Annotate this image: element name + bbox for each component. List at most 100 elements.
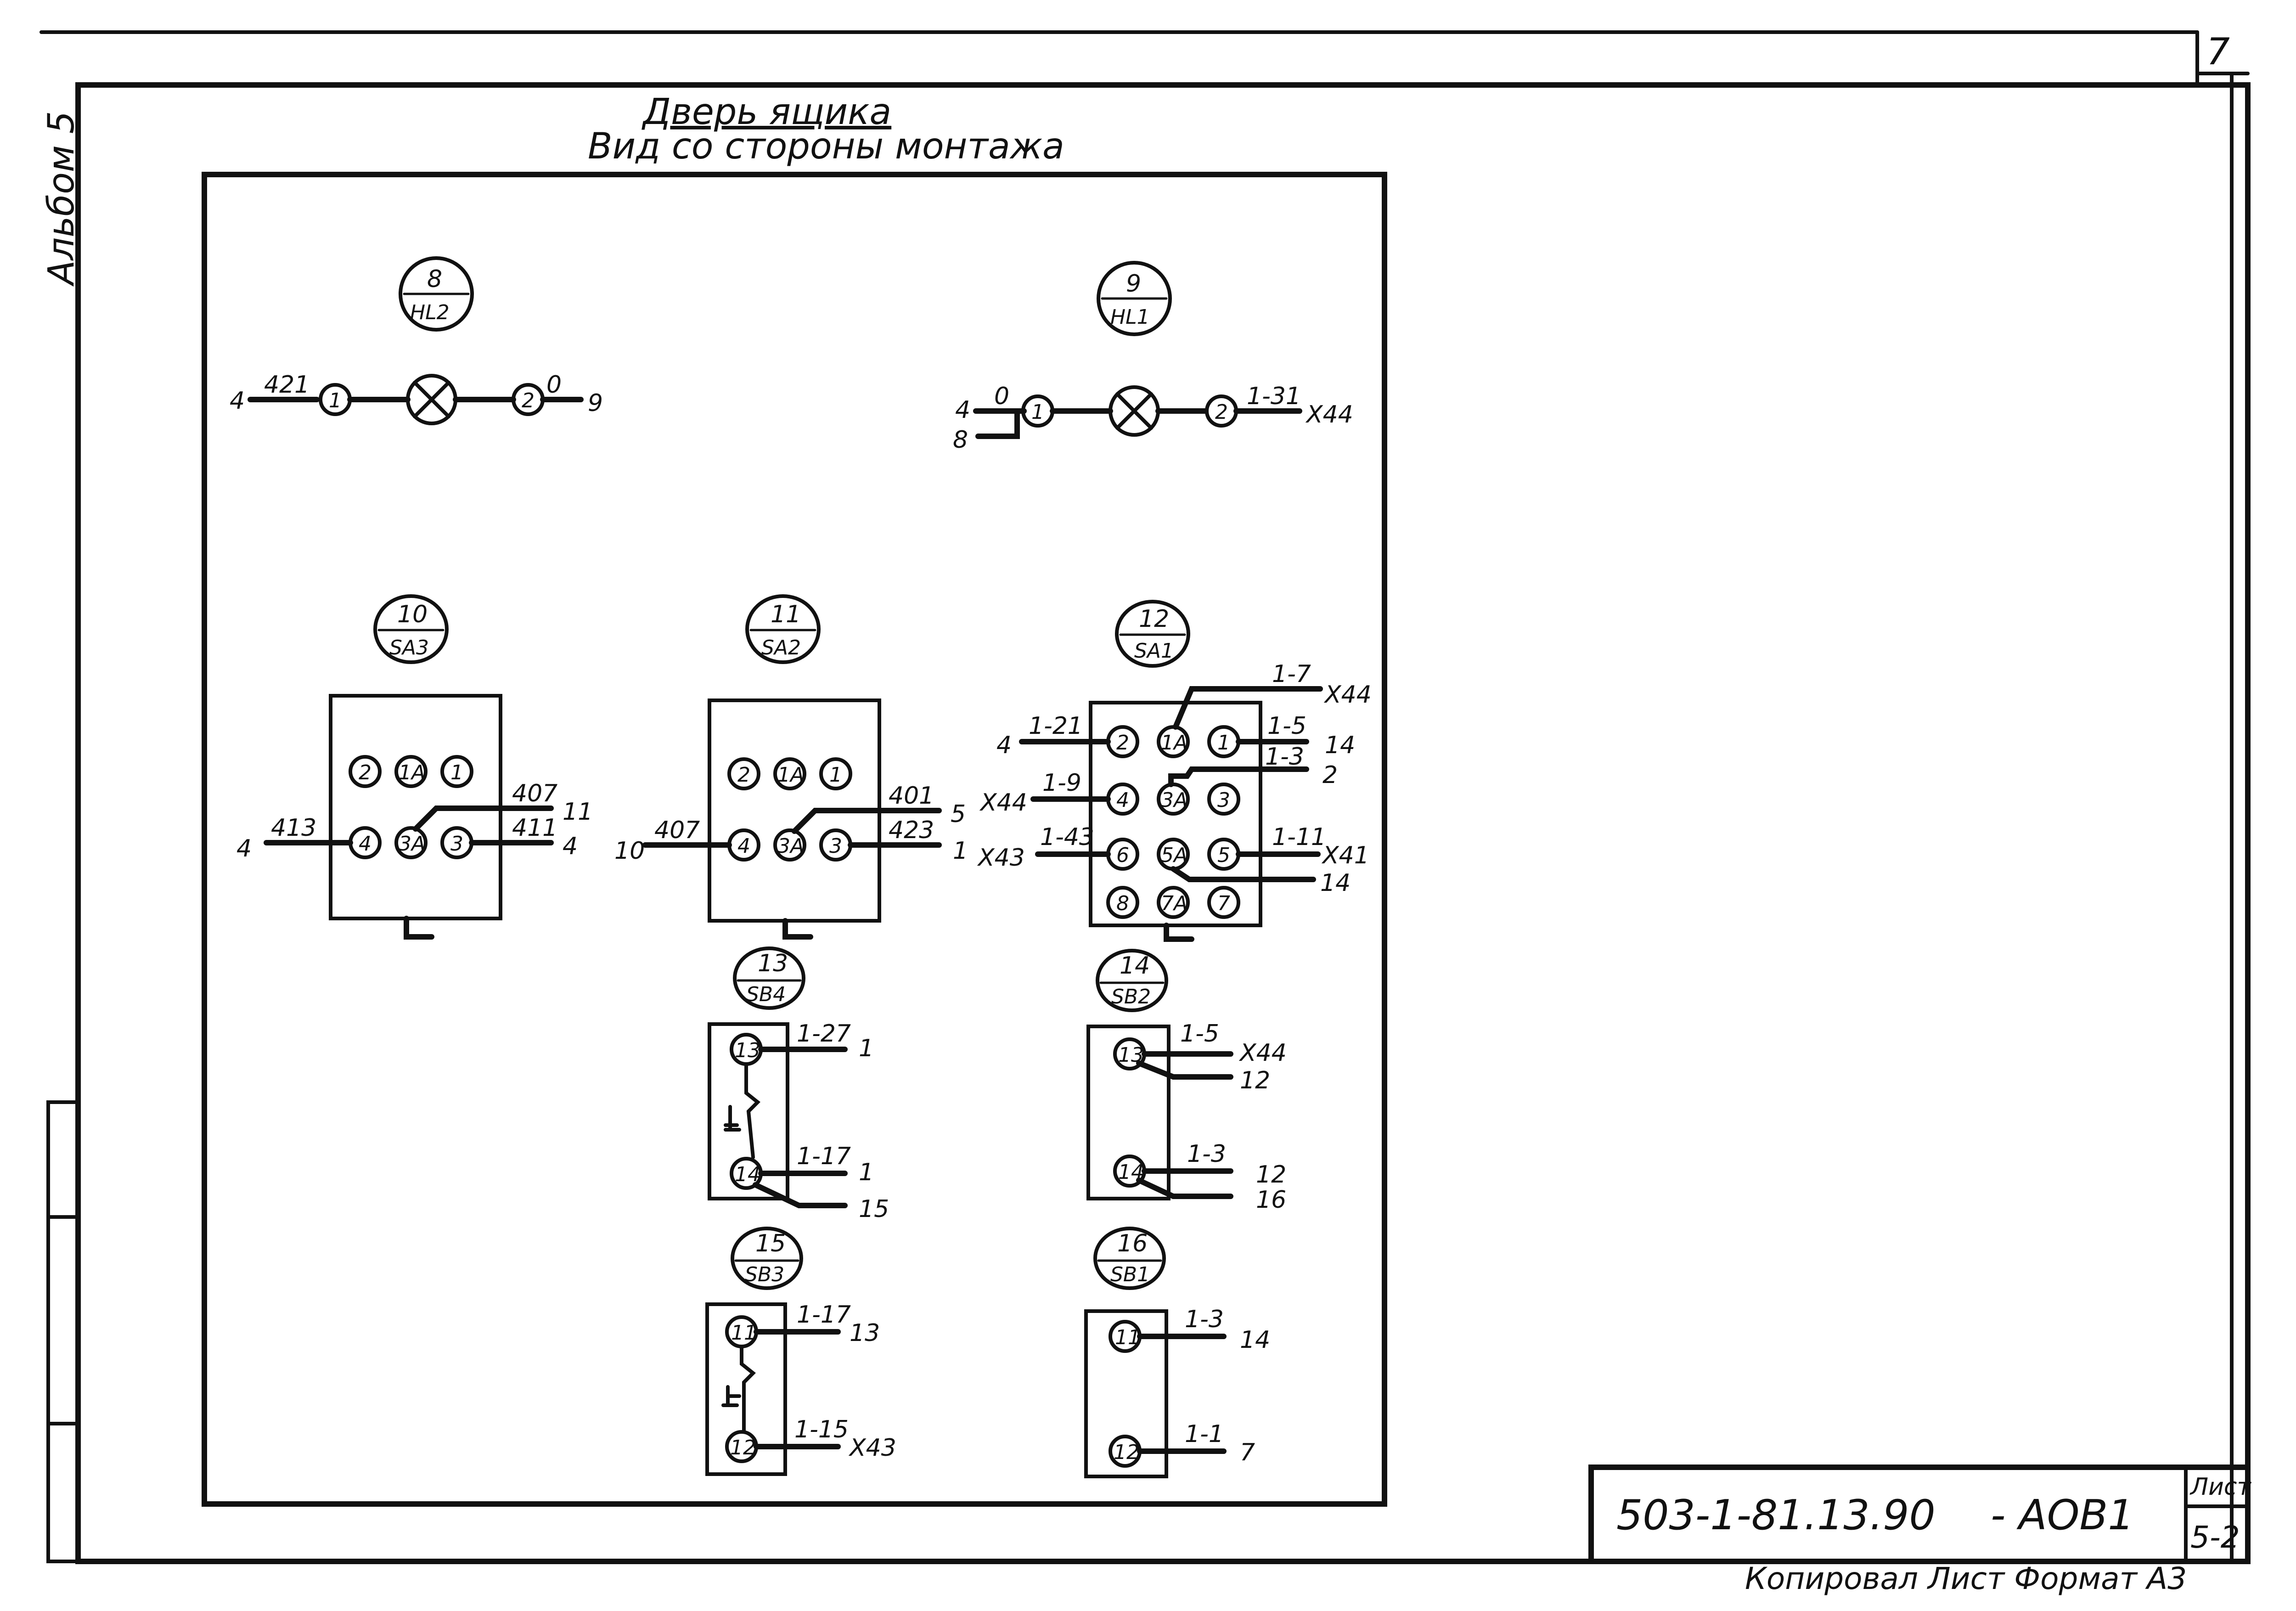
sa1-wire-4: 1-9 xyxy=(1042,769,1081,797)
sa1-wire-6: 1-43 xyxy=(1040,823,1094,851)
hl2-ref: HL2 xyxy=(410,301,450,324)
sa1-dest-5: X41 xyxy=(1321,842,1369,869)
sb4-id: 13 xyxy=(758,950,788,977)
hl1-ref: HL1 xyxy=(1110,305,1150,329)
sb2-bottom-wire: 1-3 xyxy=(1187,1140,1226,1168)
sa1-terminal-7: 7 xyxy=(1217,892,1230,915)
document-code: 503-1-81.13.90 xyxy=(1616,1491,1936,1539)
sb1-top-wire: 1-3 xyxy=(1185,1306,1224,1333)
hl2-right-wire: 0 xyxy=(546,371,562,399)
sa1-ref: SA1 xyxy=(1134,639,1174,663)
sb4-top-dest: 1 xyxy=(859,1035,874,1062)
sa2-terminal-3: 3 xyxy=(829,834,842,858)
sb3-top-dest: 13 xyxy=(850,1319,880,1347)
sb3-top-wire: 1-17 xyxy=(797,1301,851,1329)
hl2-id: 8 xyxy=(427,265,442,293)
sa2-terminal-1: 1 xyxy=(829,763,842,787)
sb2-id: 14 xyxy=(1120,952,1150,980)
hl2-right-terminal: 2 xyxy=(522,389,535,412)
sa1-terminal-8: 8 xyxy=(1116,892,1129,915)
sb2-top-wire: 1-5 xyxy=(1180,1020,1219,1048)
sb1-bottom-terminal: 12 xyxy=(1114,1441,1139,1464)
sheet-frame xyxy=(39,30,2251,1564)
sa3-dest-4: 4 xyxy=(236,835,252,862)
hl2-left-wire: 421 xyxy=(264,371,310,399)
drawing-subtitle: Вид со стороны монтажа xyxy=(588,126,1064,167)
sb2-bottom-dest: 12 xyxy=(1256,1161,1286,1189)
sb3-bottom-dest: X43 xyxy=(848,1434,896,1462)
hl2-left-terminal: 1 xyxy=(329,389,342,412)
hl1-right-wire: 1-31 xyxy=(1247,383,1301,410)
sa3-terminal-3: 3 xyxy=(450,832,463,856)
sa2-dest-4: 10 xyxy=(614,837,645,865)
component-sa3: 10 SA3 2 1А 1 4 3А 3 413 4 407 11 411 4 xyxy=(236,594,593,940)
sa3-wire-3: 411 xyxy=(512,814,557,842)
sa1-terminal-1: 1 xyxy=(1217,731,1230,755)
sa1-terminal-1a: 1А xyxy=(1161,731,1187,755)
sa2-id: 11 xyxy=(771,601,801,628)
sa2-terminal-2: 2 xyxy=(737,763,750,787)
sa1-dest-6: X43 xyxy=(977,844,1025,872)
sb3-bottom-wire: 1-15 xyxy=(794,1416,849,1443)
sa3-ref: SA3 xyxy=(389,636,429,659)
sb4-pushbutton-symbol xyxy=(724,1062,760,1159)
title-block: 503-1-81.13.90 - АОВ1 Лист 5-2 Копировал… xyxy=(1588,1465,2251,1596)
sb3-ref: SB3 xyxy=(745,1263,784,1286)
sa1-terminal-6: 6 xyxy=(1116,844,1129,867)
sb2-top-dest: X44 xyxy=(1238,1039,1287,1067)
sa3-dest-3a: 11 xyxy=(563,798,593,826)
hl1-right-terminal: 2 xyxy=(1215,400,1228,424)
sb1-bottom-wire: 1-1 xyxy=(1185,1420,1224,1448)
component-hl1: 9 HL1 4 8 0 1 2 1-31 X44 xyxy=(953,261,1353,454)
component-sa2: 11 SA2 2 1А 1 4 3А 3 407 10 401 5 423 1 xyxy=(614,594,968,940)
sb3-top-terminal: 11 xyxy=(731,1321,757,1345)
sa1-dest-1: 14 xyxy=(1325,732,1355,759)
hl1-left-dest-a: 4 xyxy=(955,396,970,424)
sa2-wire-4: 407 xyxy=(654,817,700,844)
album-label: Альбом 5 xyxy=(41,111,82,287)
sb1-bottom-dest: 7 xyxy=(1240,1439,1255,1466)
sa1-terminal-3: 3 xyxy=(1217,789,1230,812)
page-number: 7 xyxy=(2206,30,2230,73)
sa2-dest-3: 1 xyxy=(953,837,968,865)
sb4-ref: SB4 xyxy=(746,983,786,1006)
sa3-terminal-1: 1 xyxy=(450,761,463,784)
sa2-terminal-3a: 3А xyxy=(777,834,804,858)
component-sa1: 12 SA1 2 1А 1 4 3А 3 6 5А 5 8 7А 7 1-7 X… xyxy=(977,600,1372,942)
sheet-label: Лист xyxy=(2189,1473,2251,1501)
document-mark: - АОВ1 xyxy=(1991,1491,2134,1539)
hl1-right-dest: X44 xyxy=(1305,401,1353,428)
sa2-wire-3: 423 xyxy=(889,817,934,844)
sa3-terminal-3a: 3А xyxy=(399,832,425,856)
door-panel xyxy=(202,172,1387,1507)
component-sb2: 14 SB2 13 14 1-5 X44 12 1-3 12 16 xyxy=(1086,949,1287,1214)
sa1-terminal-4: 4 xyxy=(1116,789,1129,812)
hl2-right-dest: 9 xyxy=(588,389,603,417)
sa3-terminal-4: 4 xyxy=(359,832,371,856)
sa2-dest-3a: 5 xyxy=(951,800,966,828)
footer-stamp: Копировал Лист Формат А3 xyxy=(1745,1561,2187,1596)
sa3-wire-3a: 407 xyxy=(512,780,557,807)
sa2-terminal-4: 4 xyxy=(737,834,750,858)
hl1-id: 9 xyxy=(1126,270,1141,298)
hl1-left-terminal: 1 xyxy=(1031,400,1044,424)
sb4-top-wire: 1-27 xyxy=(797,1020,851,1048)
hl1-left-wire: 0 xyxy=(994,383,1009,410)
sa1-dest-3a: 2 xyxy=(1322,761,1338,789)
sb4-bottom-wire: 1-17 xyxy=(797,1143,851,1170)
sb2-ref: SB2 xyxy=(1111,985,1151,1008)
sa3-terminal-2: 2 xyxy=(359,761,371,784)
sb1-id: 16 xyxy=(1117,1230,1148,1257)
sa1-terminal-7a: 7А xyxy=(1161,892,1187,915)
sb1-top-dest: 14 xyxy=(1240,1326,1270,1354)
sa1-wire-5: 1-11 xyxy=(1272,823,1326,851)
component-sb3: 15 SB3 11 12 1-17 13 1-15 X43 xyxy=(705,1227,896,1476)
sb4-top-terminal: 13 xyxy=(735,1039,760,1062)
sa1-dest-2: 4 xyxy=(996,732,1012,759)
sb4-bottom-dest: 1 xyxy=(859,1159,874,1186)
component-hl2: 8 HL2 1 2 421 4 0 9 xyxy=(230,256,603,425)
sb2-top-dest-b: 12 xyxy=(1240,1067,1270,1094)
sa3-id: 10 xyxy=(397,601,428,628)
sa2-terminal-1a: 1А xyxy=(777,763,804,787)
